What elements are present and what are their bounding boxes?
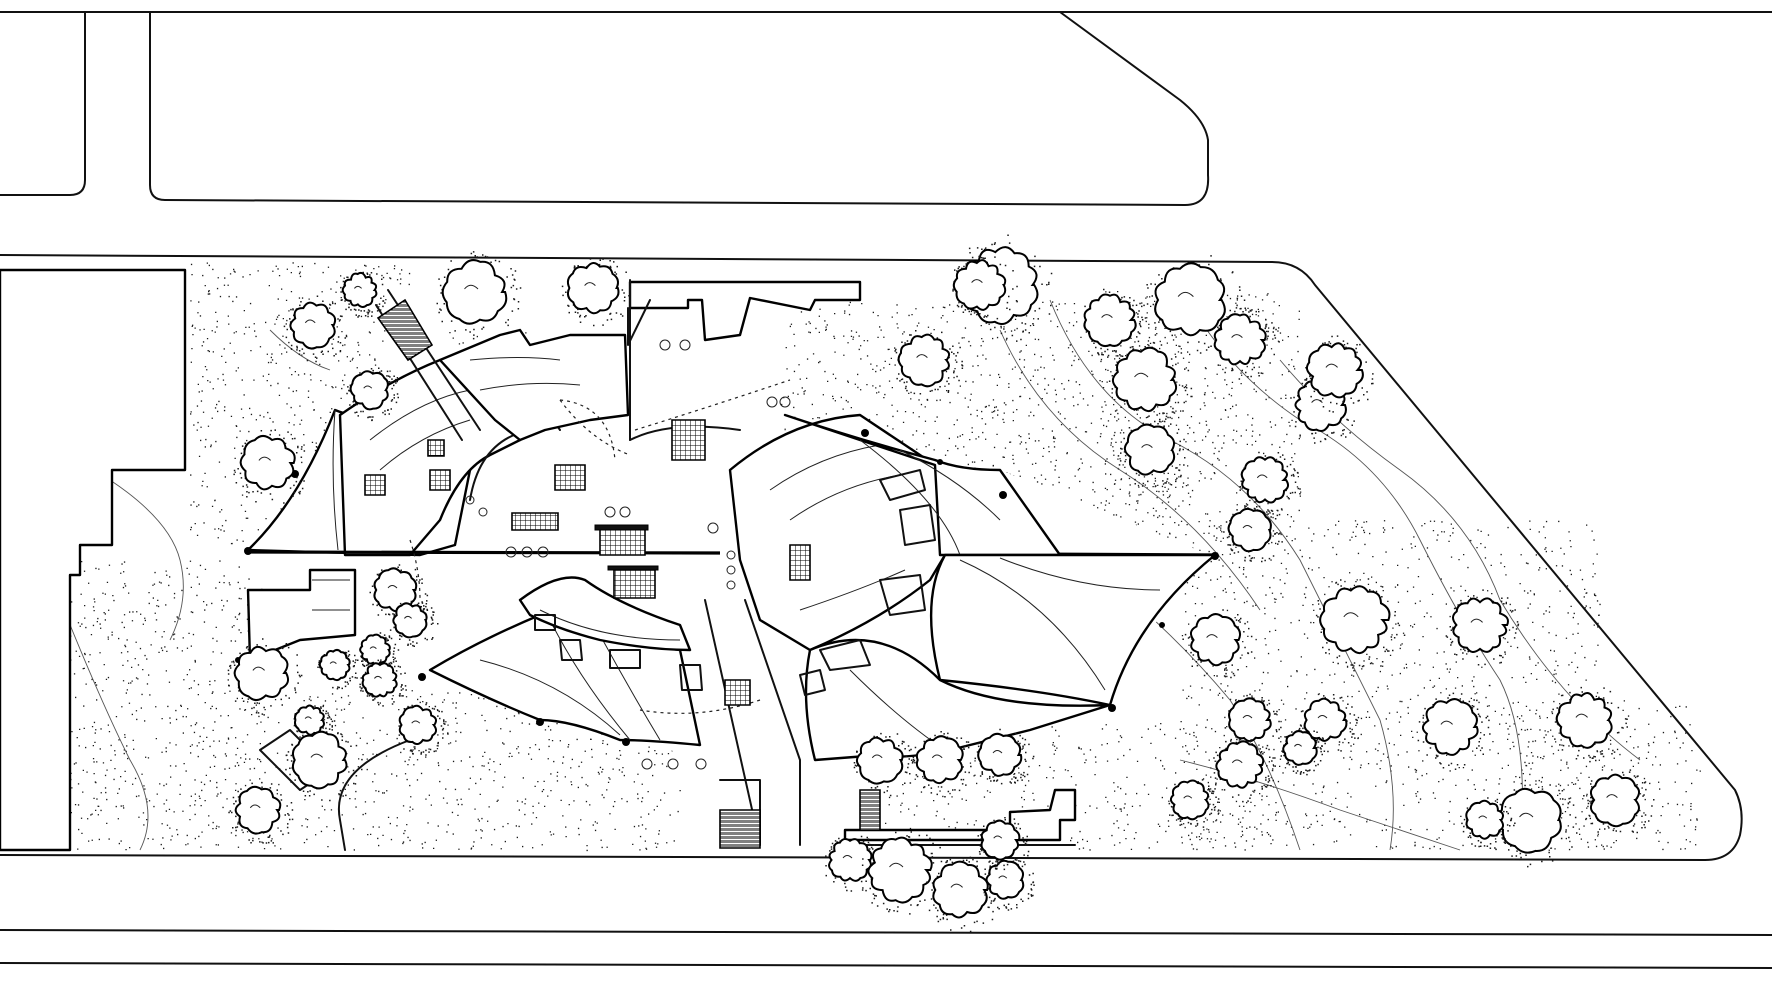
tree — [283, 295, 348, 363]
tree — [359, 632, 400, 675]
tree — [227, 638, 303, 716]
site-top-boundary — [0, 254, 1273, 263]
tree — [1461, 797, 1516, 851]
tree — [983, 857, 1035, 911]
tree — [1182, 609, 1253, 679]
bench-west — [511, 512, 559, 531]
tree — [1298, 694, 1358, 753]
south-walkway-edge-east — [744, 599, 801, 846]
building-east-arc — [728, 413, 947, 652]
bottom-road-edge-2 — [0, 962, 1772, 969]
central-booth — [599, 526, 646, 556]
tree — [1583, 769, 1655, 834]
tree — [285, 727, 363, 802]
tree — [912, 731, 976, 798]
tree — [1108, 341, 1193, 426]
south-walkway-edge-west — [704, 599, 761, 846]
tree — [1117, 420, 1189, 487]
tree — [1315, 578, 1406, 672]
pavilion — [244, 279, 1217, 851]
landscape-stipple — [60, 262, 1701, 852]
canopy-east — [929, 553, 1217, 707]
tree — [894, 330, 964, 401]
island-lot — [149, 11, 1210, 206]
tree — [1552, 686, 1628, 763]
tree — [340, 271, 386, 318]
kiosk-north-2 — [671, 419, 706, 461]
building-north-entrance — [628, 280, 862, 342]
tree — [436, 251, 522, 340]
south-stair — [719, 809, 761, 849]
sw-path-curve — [337, 739, 411, 851]
bench-south — [724, 679, 751, 706]
tree — [860, 831, 948, 915]
tree — [228, 781, 294, 844]
bay-north-west — [438, 328, 630, 442]
tree — [398, 702, 449, 756]
trees — [227, 234, 1655, 933]
tree — [1239, 451, 1301, 516]
tree — [1223, 504, 1283, 563]
tree — [1445, 589, 1520, 666]
tree — [1224, 693, 1282, 754]
tree — [233, 429, 306, 504]
bottom-road-edge-1 — [0, 929, 1772, 936]
west-canopy-ridge — [244, 550, 721, 555]
tree — [1417, 692, 1491, 770]
tree — [1168, 779, 1220, 828]
nw-stair — [376, 298, 434, 362]
tree — [853, 732, 916, 797]
tree — [1083, 288, 1147, 358]
tree — [926, 856, 997, 933]
tree — [389, 600, 439, 647]
tree — [825, 835, 883, 892]
tree — [346, 367, 399, 422]
building-south-arc — [518, 576, 692, 652]
tree — [317, 648, 359, 690]
tree — [1280, 727, 1326, 776]
corner-lot-top-left — [0, 11, 86, 196]
bench-east — [789, 544, 811, 581]
bollards — [465, 339, 791, 770]
kiosk-north — [554, 464, 586, 491]
tree — [977, 817, 1030, 871]
seating-rows — [534, 469, 936, 696]
tree — [561, 258, 630, 327]
tree — [1207, 307, 1280, 380]
tree — [952, 255, 1018, 320]
tree — [1301, 335, 1374, 413]
tree — [1213, 736, 1276, 803]
canopy-south — [428, 613, 702, 747]
canopy-north-east — [783, 413, 1062, 557]
tree — [359, 659, 407, 707]
tree — [976, 728, 1035, 785]
central-booth-2 — [613, 569, 656, 599]
neighbor-building-left — [0, 268, 187, 852]
site-east-boundary — [1271, 261, 1743, 861]
canopy-south-east — [804, 638, 1112, 762]
stipple-dots — [60, 262, 1701, 852]
